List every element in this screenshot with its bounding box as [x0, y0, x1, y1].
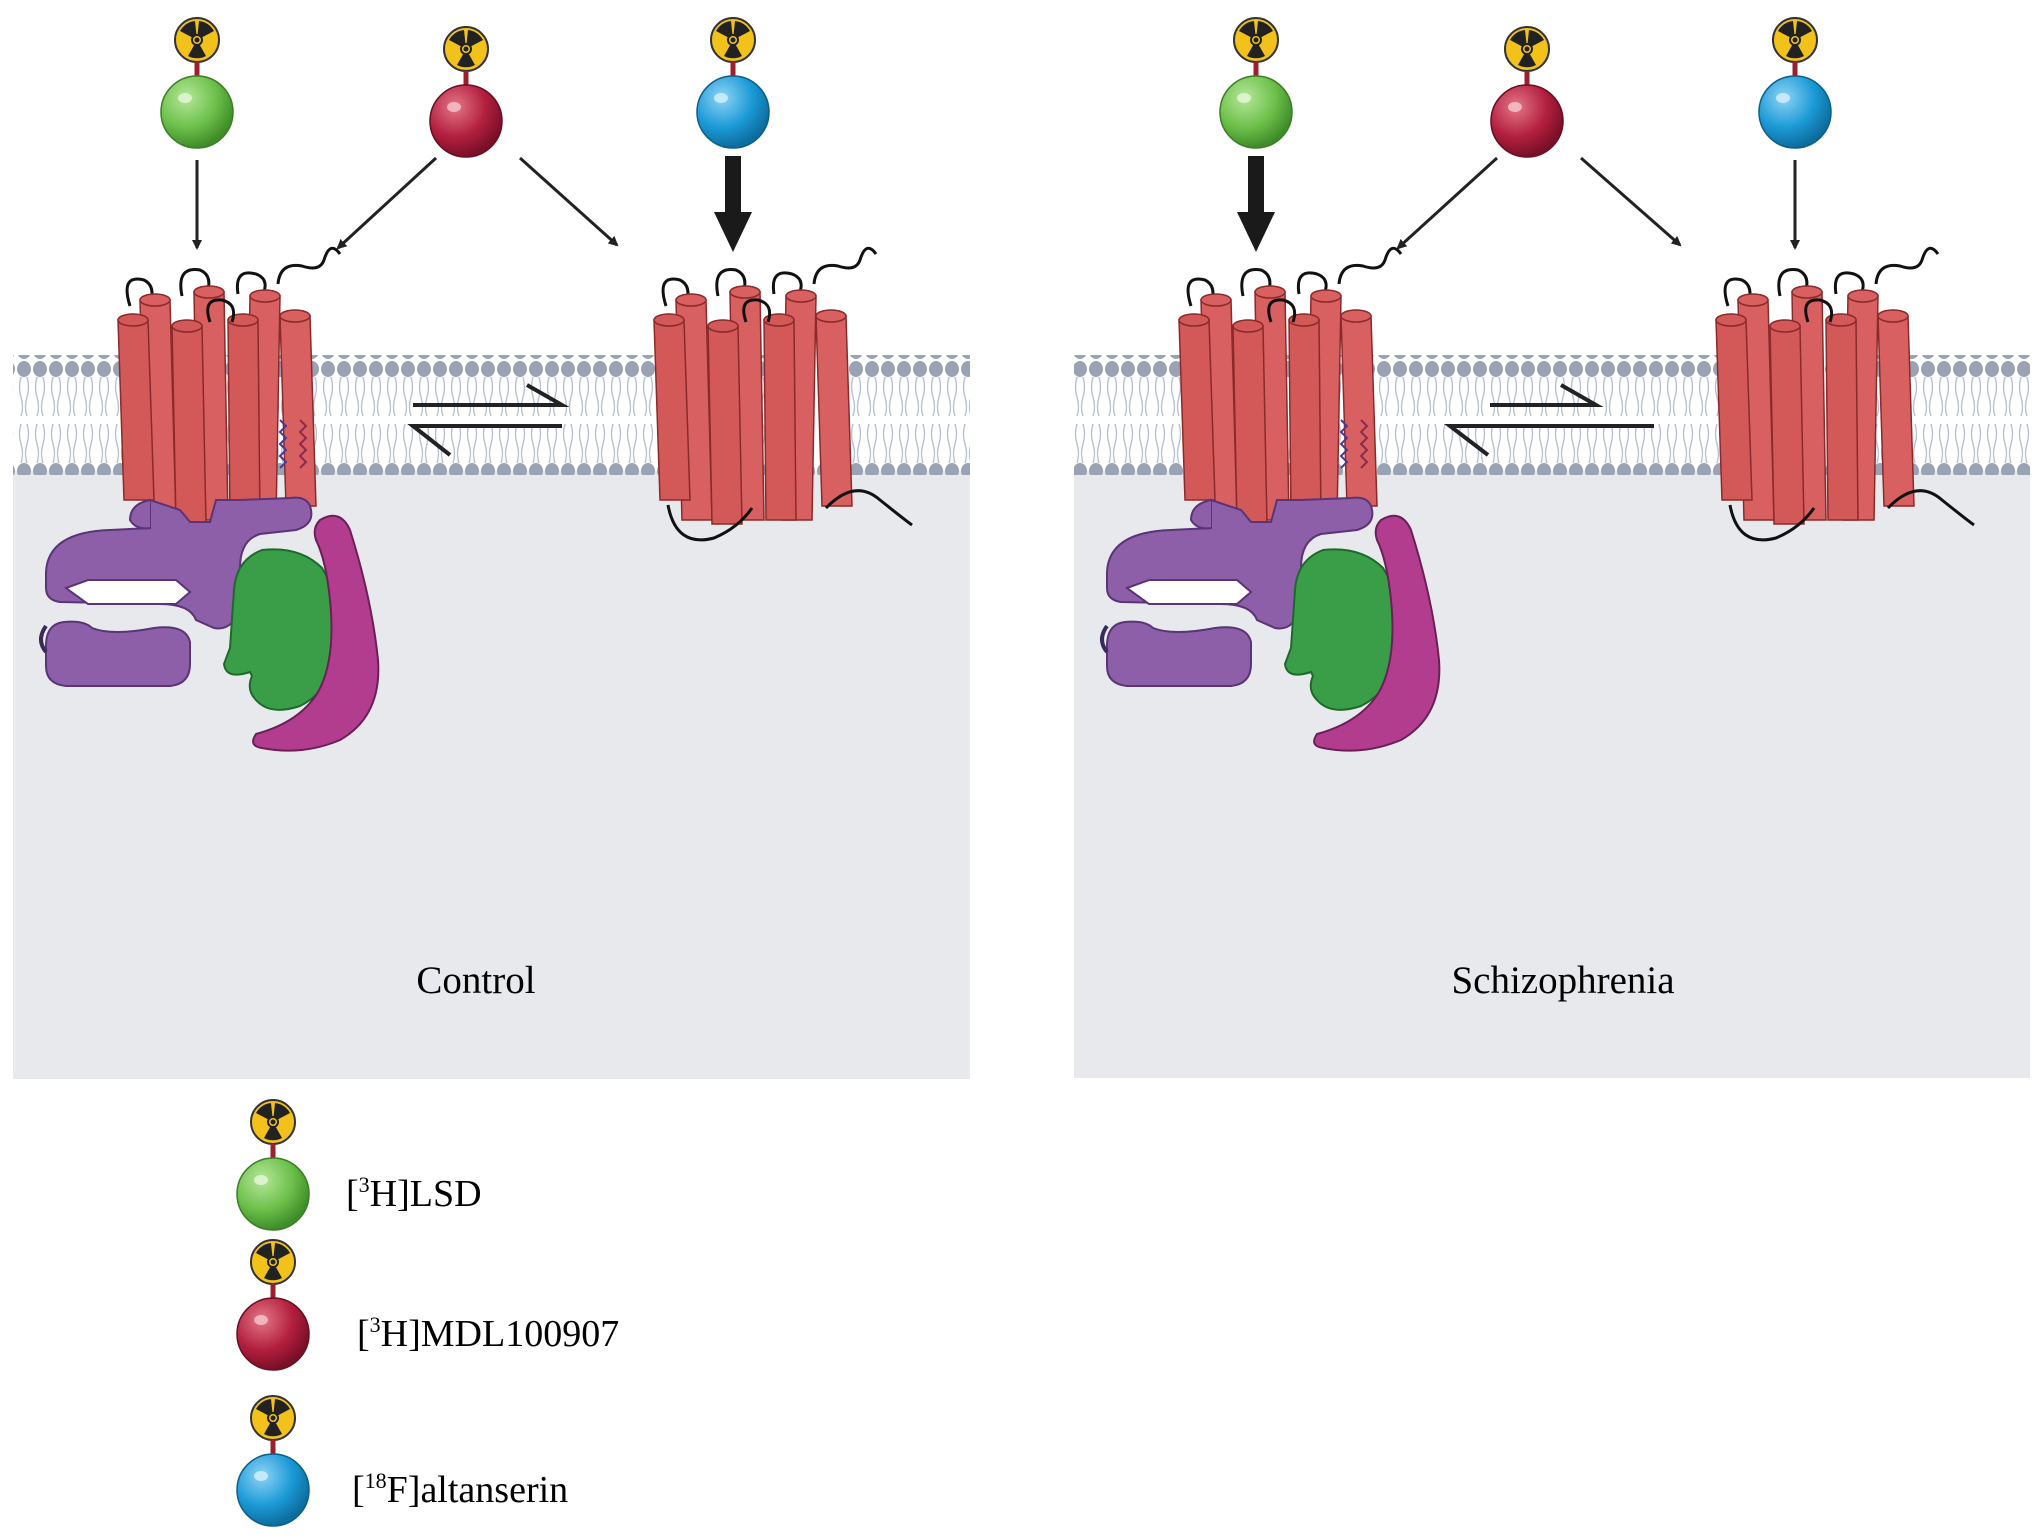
- legend-lsd-post: H]LSD: [370, 1173, 482, 1215]
- equilibrium-arrows-control: [407, 383, 570, 457]
- ligand-altanserin-schizophrenia: [1759, 18, 1831, 148]
- panel-schizophrenia: Schizophrenia: [1074, 18, 2030, 1078]
- svg-text:[18F]altanserin: [18F]altanserin: [352, 1468, 568, 1511]
- legend-mdl-pre: [: [357, 1313, 370, 1355]
- panel-label-control: Control: [416, 959, 535, 1002]
- legend-mdl-sup: 3: [370, 1312, 381, 1337]
- receptor-coupled-schizophrenia: [1177, 246, 1403, 526]
- legend-mdl-post: H]MDL100907: [381, 1313, 620, 1355]
- receptor-uncoupled-control: [652, 246, 913, 542]
- legend: [3H]LSD [3H]MDL100907 [18F]altanserin: [237, 1100, 619, 1526]
- thick-arrow-lsd-schizophrenia: [1237, 156, 1275, 252]
- legend-item-mdl: [3H]MDL100907: [237, 1240, 619, 1370]
- arrow-mdl-to-uncoupled-control: [518, 156, 619, 247]
- receptor-coupled-control: [116, 246, 342, 526]
- ligand-altanserin-control: [697, 18, 769, 148]
- equilibrium-arrows-schizophrenia: [1444, 383, 1654, 457]
- legend-lsd-pre: [: [346, 1173, 359, 1215]
- ligand-lsd-control: [161, 18, 233, 148]
- ligand-mdl-control: [430, 27, 502, 157]
- svg-text:[3H]LSD: [3H]LSD: [346, 1172, 482, 1215]
- panel-label-schizophrenia: Schizophrenia: [1451, 959, 1674, 1002]
- ligand-mdl-schizophrenia: [1491, 27, 1563, 157]
- legend-altanserin-post: F]altanserin: [387, 1469, 569, 1511]
- arrow-mdl-to-coupled-control: [336, 156, 438, 250]
- svg-text:[3H]MDL100907: [3H]MDL100907: [357, 1312, 619, 1355]
- legend-altanserin-sup: 18: [365, 1468, 387, 1493]
- arrow-mdl-to-uncoupled-schizophrenia: [1580, 156, 1682, 247]
- receptor-uncoupled-schizophrenia: [1714, 246, 1975, 542]
- arrow-mdl-to-coupled-schizophrenia: [1396, 156, 1499, 250]
- legend-lsd-sup: 3: [359, 1172, 370, 1197]
- thick-arrow-altanserin-control: [714, 156, 752, 252]
- panel-control: Control: [13, 18, 970, 1079]
- legend-altanserin-pre: [: [352, 1469, 365, 1511]
- legend-item-lsd: [3H]LSD: [237, 1100, 482, 1230]
- ligand-lsd-schizophrenia: [1220, 18, 1292, 148]
- legend-item-altanserin: [18F]altanserin: [237, 1396, 568, 1526]
